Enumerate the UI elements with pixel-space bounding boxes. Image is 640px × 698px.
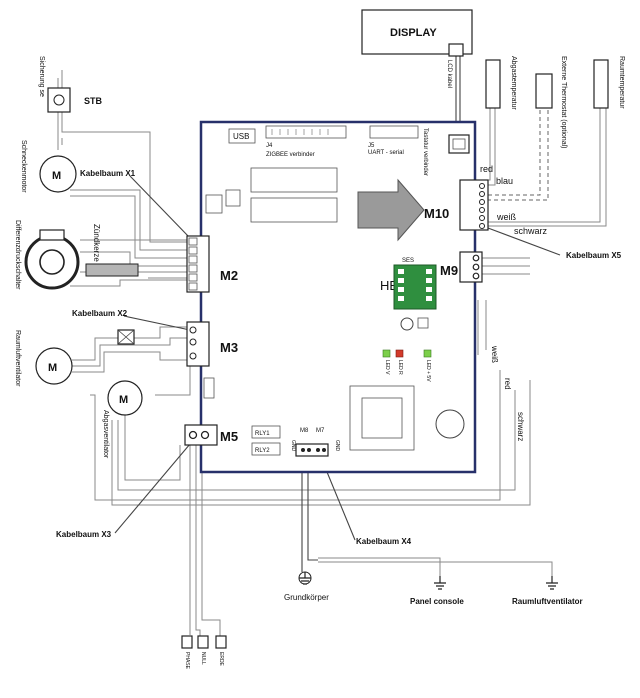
ground-panel-console: Panel console <box>410 576 464 606</box>
board-hb02: HB02 USB J4 ZIGBEE verbinder J5 UART - s… <box>199 120 477 474</box>
connector-m9: M9 <box>440 251 483 283</box>
kabelbaum-x5: Kabelbaum X5 <box>566 251 622 260</box>
zuendkerze-label: Zündkerze <box>92 224 101 262</box>
j5-text: UART - serial <box>368 150 404 156</box>
led-green-label: LED V <box>384 360 390 375</box>
m9-label: M9 <box>440 263 458 278</box>
display-unit: DISPLAY LCD kabel <box>361 9 473 88</box>
wire-color-labels: red blau weiß schwarz weiß red schwarz <box>480 164 548 441</box>
connector-m10: M10 <box>424 179 489 231</box>
abgasventilator-label: Abgasventilator <box>102 410 109 459</box>
display-label: DISPLAY <box>390 27 437 39</box>
rly1-label: RLY1 <box>255 431 270 437</box>
phase-label: PHASE <box>184 652 190 670</box>
differenzdruck-label: Differenzdruckschalter <box>14 220 21 290</box>
m5-label: M5 <box>220 429 238 444</box>
stb-label: STB <box>84 96 103 106</box>
led-red-label: LED R <box>397 360 403 375</box>
wire-schwarz-1: schwarz <box>514 226 548 236</box>
wire-blau: blau <box>496 176 513 186</box>
power-terminals: PHASE NULL ERDE <box>181 635 227 670</box>
j5-label: J5 <box>368 143 375 149</box>
raumtemperatur-label: Raumtemperatur <box>618 56 625 109</box>
raumluftventilator-label: Raumluftventilator <box>14 330 21 387</box>
kabelbaum-x2: Kabelbaum X2 <box>72 309 128 318</box>
ground-raumluftventilator: Raumluftventilator <box>512 576 583 606</box>
externe-thermostat: Externe Thermostat (optional) <box>535 56 567 148</box>
zuendkerze: Zündkerze <box>85 224 139 277</box>
m2-label: M2 <box>220 268 238 283</box>
m8-label: M8 <box>300 428 309 434</box>
connector-m2: M2 <box>186 235 238 293</box>
abgastemperatur-sensor: Abgastemperatur <box>485 56 517 110</box>
cable-labels: Kabelbaum X1 Kabelbaum X2 Kabelbaum X3 K… <box>56 169 622 546</box>
schneckenmotor-label: Schneckenmotor <box>20 140 27 193</box>
rly2-label: RLY2 <box>255 448 270 454</box>
raumtemperatur-sensor: Raumtemperatur <box>593 56 625 109</box>
m3-label: M3 <box>220 340 238 355</box>
stb-sicherung: Sicherung se STB <box>38 56 103 113</box>
connector-m3: M3 <box>186 321 238 367</box>
j4-text: ZIGBEE verbinder <box>266 152 315 158</box>
panel-console-label: Panel console <box>410 597 464 606</box>
ses-label: SES <box>402 258 414 264</box>
gnd-label-left: GND <box>290 440 296 452</box>
m7-label: M7 <box>316 428 325 434</box>
connector-m5: M5 <box>184 424 238 446</box>
wire-weiss-1: weiß <box>496 212 517 222</box>
abgasventilator: M Abgasventilator <box>102 380 143 459</box>
null-label: NULL <box>200 652 206 665</box>
kabelbaum-x3: Kabelbaum X3 <box>56 530 112 539</box>
j4-label: J4 <box>266 143 273 149</box>
raumluftventilator: M Raumluftventilator <box>14 329 135 387</box>
grundkoerper-label: Grundkörper <box>284 593 329 602</box>
differenzdruckschalter: Differenzdruckschalter <box>14 220 80 290</box>
abgasventilator-m: M <box>119 394 128 406</box>
sicherung-label: Sicherung se <box>38 56 45 97</box>
wire-red-2: red <box>503 378 512 390</box>
lcd-kabel-label: LCD kabel <box>446 60 452 88</box>
wire-red-1: red <box>480 164 493 174</box>
kabelbaum-x1: Kabelbaum X1 <box>80 169 136 178</box>
tastatur-label: Tastatur verbinder <box>422 128 428 176</box>
wire-weiss-2: weiß <box>490 345 499 363</box>
led-5v-label: LED + 5V <box>425 360 431 382</box>
erde-label: ERDE <box>218 652 224 667</box>
schneckenmotor-m: M <box>52 170 61 182</box>
kabelbaum-x4: Kabelbaum X4 <box>356 537 412 546</box>
ground-grundkoerper: Grundkörper <box>284 571 329 602</box>
raumluftventilator-gnd-label: Raumluftventilator <box>512 597 583 606</box>
abgastemperatur-label: Abgastemperatur <box>510 56 517 110</box>
gnd-label-right: GND <box>334 440 340 452</box>
externe-thermostat-label: Externe Thermostat (optional) <box>560 56 567 148</box>
schneckenmotor: M Schneckenmotor <box>20 140 77 193</box>
usb-label: USB <box>233 132 249 141</box>
wiring-lines <box>57 56 607 640</box>
m10-label: M10 <box>424 206 449 221</box>
wire-schwarz-2: schwarz <box>516 412 525 441</box>
raumluftventilator-m: M <box>48 362 57 374</box>
